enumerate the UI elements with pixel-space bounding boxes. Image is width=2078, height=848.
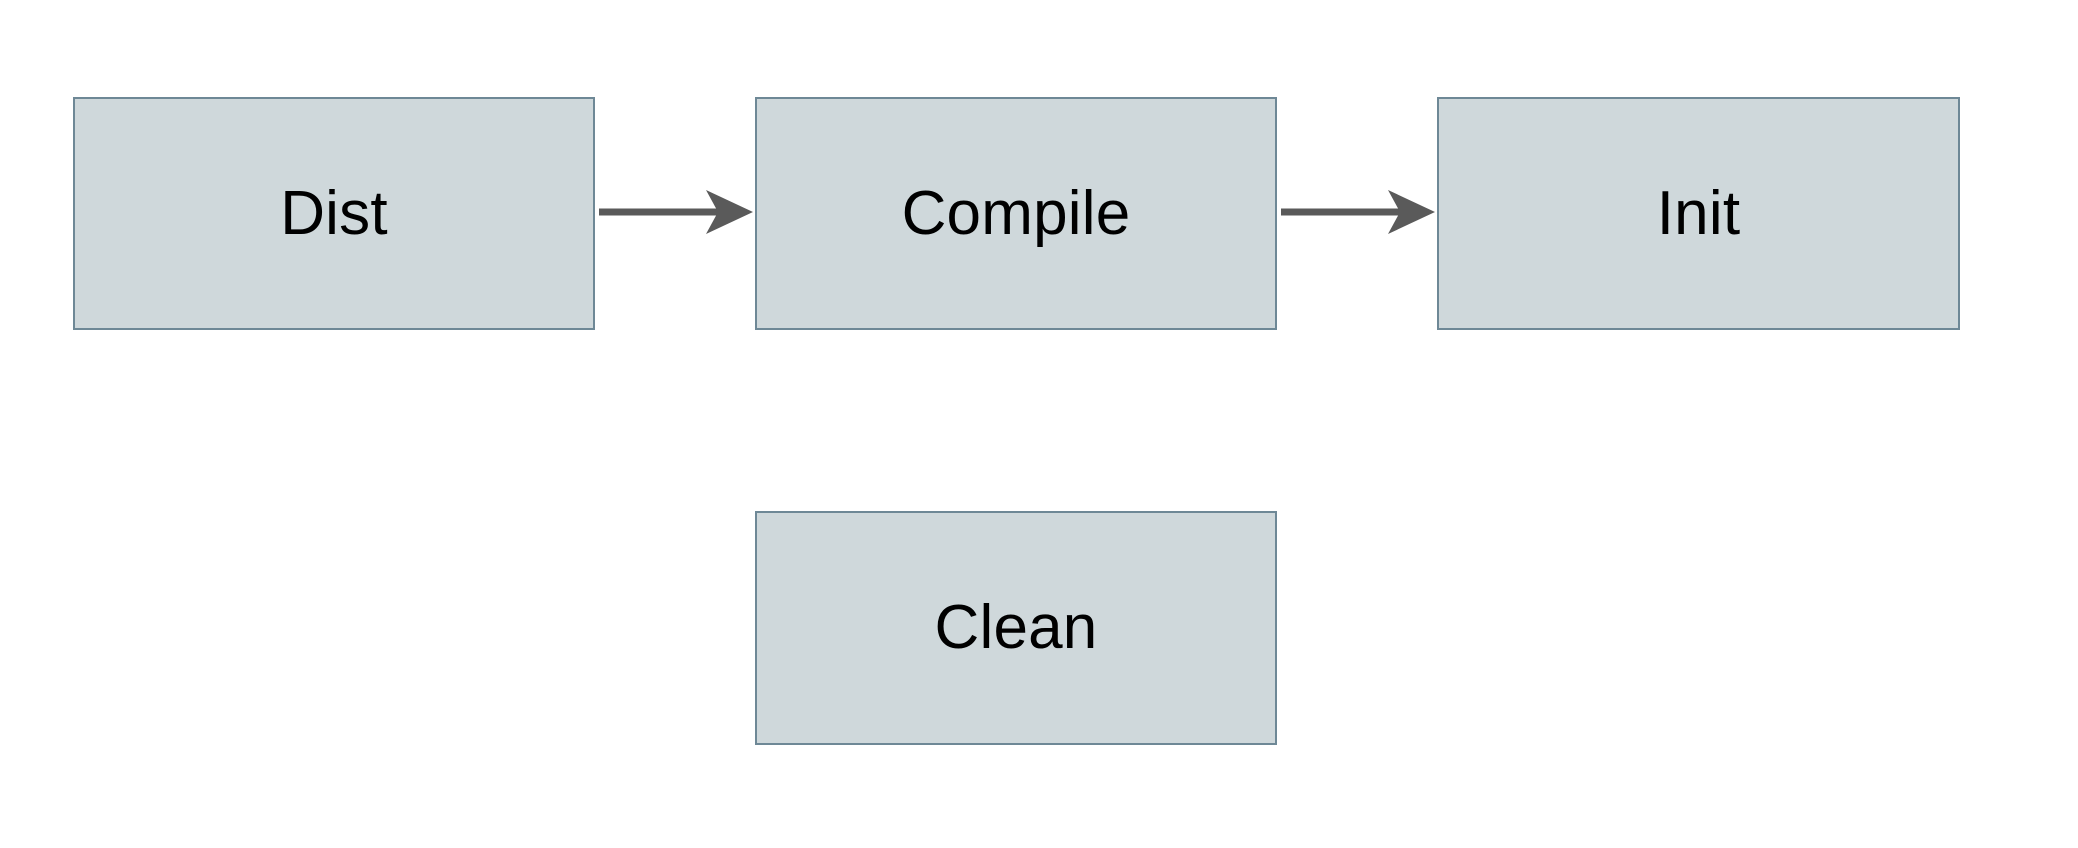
- edge-compile-to-init[interactable]: [1281, 190, 1435, 234]
- node-dist[interactable]: Dist: [73, 97, 595, 330]
- node-clean[interactable]: Clean: [755, 511, 1277, 745]
- node-init-label: Init: [1656, 178, 1741, 248]
- arrowhead-compile-to-init: [1388, 190, 1435, 234]
- node-dist-label: Dist: [280, 178, 388, 248]
- arrowhead-dist-to-compile: [706, 190, 753, 234]
- node-clean-label: Clean: [934, 593, 1098, 662]
- node-compile[interactable]: Compile: [755, 97, 1277, 330]
- node-init[interactable]: Init: [1437, 97, 1960, 330]
- edge-dist-to-compile[interactable]: [599, 190, 753, 234]
- node-compile-label: Compile: [901, 178, 1131, 248]
